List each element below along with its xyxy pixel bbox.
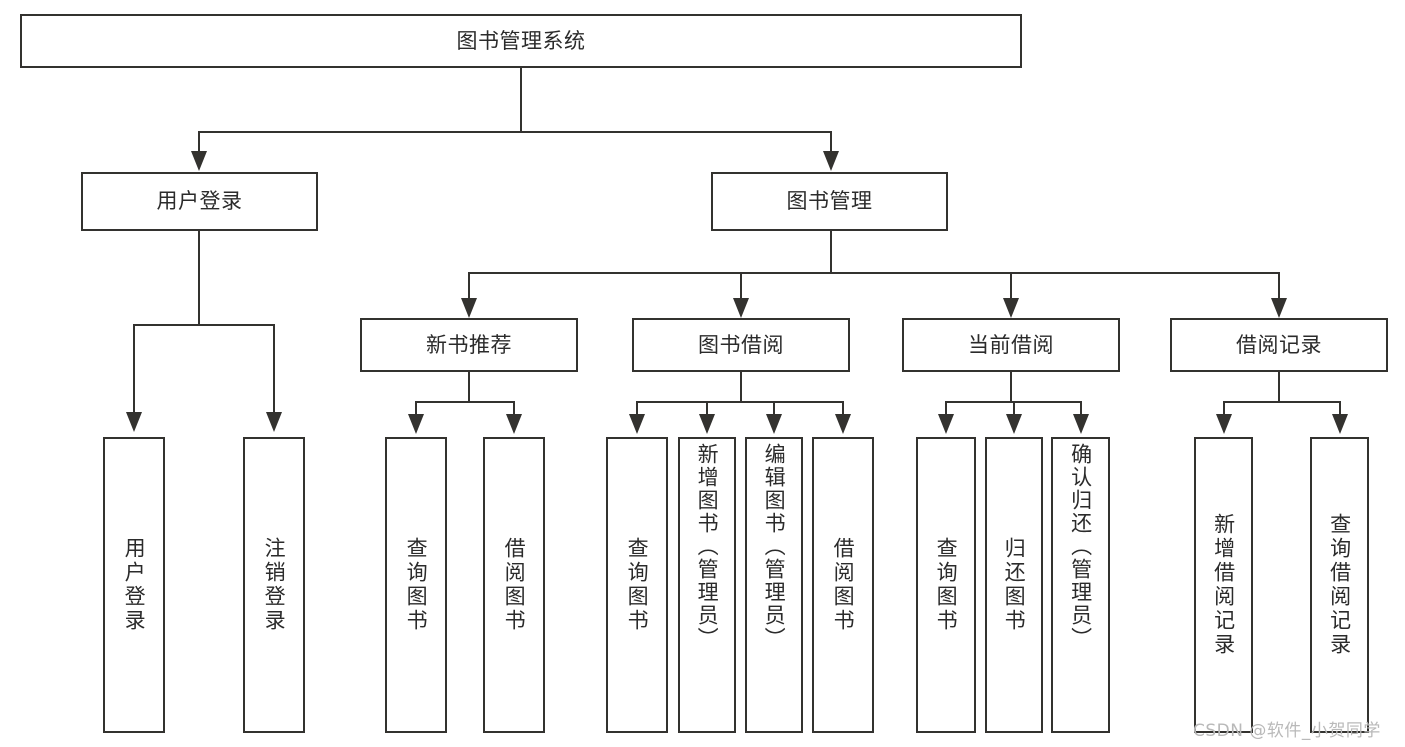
connector-book-manage-stem bbox=[830, 231, 832, 273]
arrowhead-records-add bbox=[1216, 414, 1232, 434]
connector-user-login-stem bbox=[198, 231, 200, 325]
arrowhead-borrow-add-book bbox=[699, 414, 715, 434]
node-book-manage-label: 图书管理 bbox=[786, 189, 873, 214]
connector-user-login-drop-1 bbox=[133, 324, 135, 414]
node-leaf-borrow-lend-book-label: 借阅图书 bbox=[831, 537, 856, 633]
node-root-label: 图书管理系统 bbox=[456, 28, 586, 53]
arrowhead-recommend-query-book bbox=[408, 414, 424, 434]
node-book-manage[interactable]: 图书管理 bbox=[711, 172, 948, 231]
node-leaf-recommend-query-book[interactable]: 查询图书 bbox=[385, 437, 447, 733]
connector-recommend-drop-1 bbox=[415, 401, 417, 416]
connector-borrow-bus bbox=[636, 401, 843, 403]
arrowhead-records-query bbox=[1332, 414, 1348, 434]
node-leaf-user-login[interactable]: 用户登录 bbox=[103, 437, 165, 733]
arrowhead-current-borrow bbox=[1003, 298, 1019, 318]
connector-book-manage-drop-3 bbox=[1010, 272, 1012, 300]
node-leaf-recommend-borrow-book-label: 借阅图书 bbox=[502, 537, 527, 633]
arrowhead-borrow-lend-book bbox=[835, 414, 851, 434]
connector-borrow-drop-3 bbox=[773, 401, 775, 416]
arrowhead-book-manage bbox=[823, 151, 839, 171]
arrowhead-book-borrow bbox=[733, 298, 749, 318]
connector-user-login-drop-2 bbox=[273, 324, 275, 414]
node-leaf-borrow-edit-book-label: 编辑图书（管理员） bbox=[762, 443, 787, 650]
connector-book-manage-drop-2 bbox=[740, 272, 742, 300]
connector-user-login-bus bbox=[133, 324, 274, 326]
connector-current-stem bbox=[1010, 372, 1012, 402]
node-leaf-records-add-label: 新增借阅记录 bbox=[1211, 513, 1236, 657]
arrowhead-borrow-records bbox=[1271, 298, 1287, 318]
connector-records-drop-1 bbox=[1223, 401, 1225, 416]
node-user-login[interactable]: 用户登录 bbox=[81, 172, 318, 231]
node-leaf-records-query-label: 查询借阅记录 bbox=[1327, 513, 1352, 657]
arrowhead-user-login bbox=[191, 151, 207, 171]
node-new-book-recommend-label: 新书推荐 bbox=[426, 332, 512, 357]
node-leaf-user-login-label: 用户登录 bbox=[122, 537, 147, 633]
connector-root-to-book-manage bbox=[830, 131, 832, 153]
node-leaf-recommend-query-book-label: 查询图书 bbox=[404, 537, 429, 633]
connector-borrow-drop-4 bbox=[842, 401, 844, 416]
node-leaf-user-logout-label: 注销登录 bbox=[262, 537, 287, 633]
node-root[interactable]: 图书管理系统 bbox=[20, 14, 1022, 68]
node-book-borrow[interactable]: 图书借阅 bbox=[632, 318, 850, 372]
arrowhead-borrow-edit-book bbox=[766, 414, 782, 434]
connector-recommend-drop-2 bbox=[513, 401, 515, 416]
arrowhead-leaf-user-login bbox=[126, 412, 142, 432]
arrowhead-recommend-borrow-book bbox=[506, 414, 522, 434]
connector-current-drop-1 bbox=[945, 401, 947, 416]
arrowhead-leaf-user-logout bbox=[266, 412, 282, 432]
connector-root-stem bbox=[520, 68, 522, 132]
connector-records-stem bbox=[1278, 372, 1280, 402]
connector-book-manage-drop-4 bbox=[1278, 272, 1280, 300]
arrowhead-borrow-query-book bbox=[629, 414, 645, 434]
node-leaf-records-add[interactable]: 新增借阅记录 bbox=[1194, 437, 1253, 733]
node-leaf-current-return-book-label: 归还图书 bbox=[1002, 537, 1027, 633]
connector-borrow-drop-1 bbox=[636, 401, 638, 416]
arrowhead-current-query-book bbox=[938, 414, 954, 434]
connector-current-drop-2 bbox=[1013, 401, 1015, 416]
node-leaf-borrow-query-book-label: 查询图书 bbox=[625, 537, 650, 633]
connector-records-bus bbox=[1223, 401, 1340, 403]
node-current-borrow[interactable]: 当前借阅 bbox=[902, 318, 1120, 372]
node-leaf-borrow-query-book[interactable]: 查询图书 bbox=[606, 437, 668, 733]
connector-borrow-stem bbox=[740, 372, 742, 402]
connector-recommend-bus bbox=[415, 401, 514, 403]
connector-current-drop-3 bbox=[1080, 401, 1082, 416]
connector-borrow-drop-2 bbox=[706, 401, 708, 416]
node-new-book-recommend[interactable]: 新书推荐 bbox=[360, 318, 578, 372]
connector-book-manage-bus bbox=[468, 272, 1280, 274]
connector-root-bus bbox=[198, 131, 832, 133]
node-leaf-borrow-lend-book[interactable]: 借阅图书 bbox=[812, 437, 874, 733]
node-leaf-borrow-edit-book[interactable]: 编辑图书（管理员） bbox=[745, 437, 803, 733]
node-leaf-recommend-borrow-book[interactable]: 借阅图书 bbox=[483, 437, 545, 733]
node-leaf-current-query-book-label: 查询图书 bbox=[934, 537, 959, 633]
connector-records-drop-2 bbox=[1339, 401, 1341, 416]
arrowhead-current-confirm-return bbox=[1073, 414, 1089, 434]
node-leaf-current-confirm-return-label: 确认归还（管理员） bbox=[1068, 443, 1093, 650]
connector-root-to-user-login bbox=[198, 131, 200, 153]
node-leaf-borrow-add-book-label: 新增图书（管理员） bbox=[695, 443, 720, 650]
node-borrow-records[interactable]: 借阅记录 bbox=[1170, 318, 1388, 372]
node-leaf-records-query[interactable]: 查询借阅记录 bbox=[1310, 437, 1369, 733]
node-borrow-records-label: 借阅记录 bbox=[1236, 332, 1322, 357]
node-leaf-current-return-book[interactable]: 归还图书 bbox=[985, 437, 1043, 733]
node-leaf-user-logout[interactable]: 注销登录 bbox=[243, 437, 305, 733]
node-book-borrow-label: 图书借阅 bbox=[698, 332, 784, 357]
node-current-borrow-label: 当前借阅 bbox=[968, 332, 1054, 357]
arrowhead-current-return-book bbox=[1006, 414, 1022, 434]
connector-recommend-stem bbox=[468, 372, 470, 402]
arrowhead-new-book-recommend bbox=[461, 298, 477, 318]
node-leaf-current-confirm-return[interactable]: 确认归还（管理员） bbox=[1051, 437, 1110, 733]
node-user-login-label: 用户登录 bbox=[156, 189, 243, 214]
node-leaf-current-query-book[interactable]: 查询图书 bbox=[916, 437, 976, 733]
connector-book-manage-drop-1 bbox=[468, 272, 470, 300]
node-leaf-borrow-add-book[interactable]: 新增图书（管理员） bbox=[678, 437, 736, 733]
